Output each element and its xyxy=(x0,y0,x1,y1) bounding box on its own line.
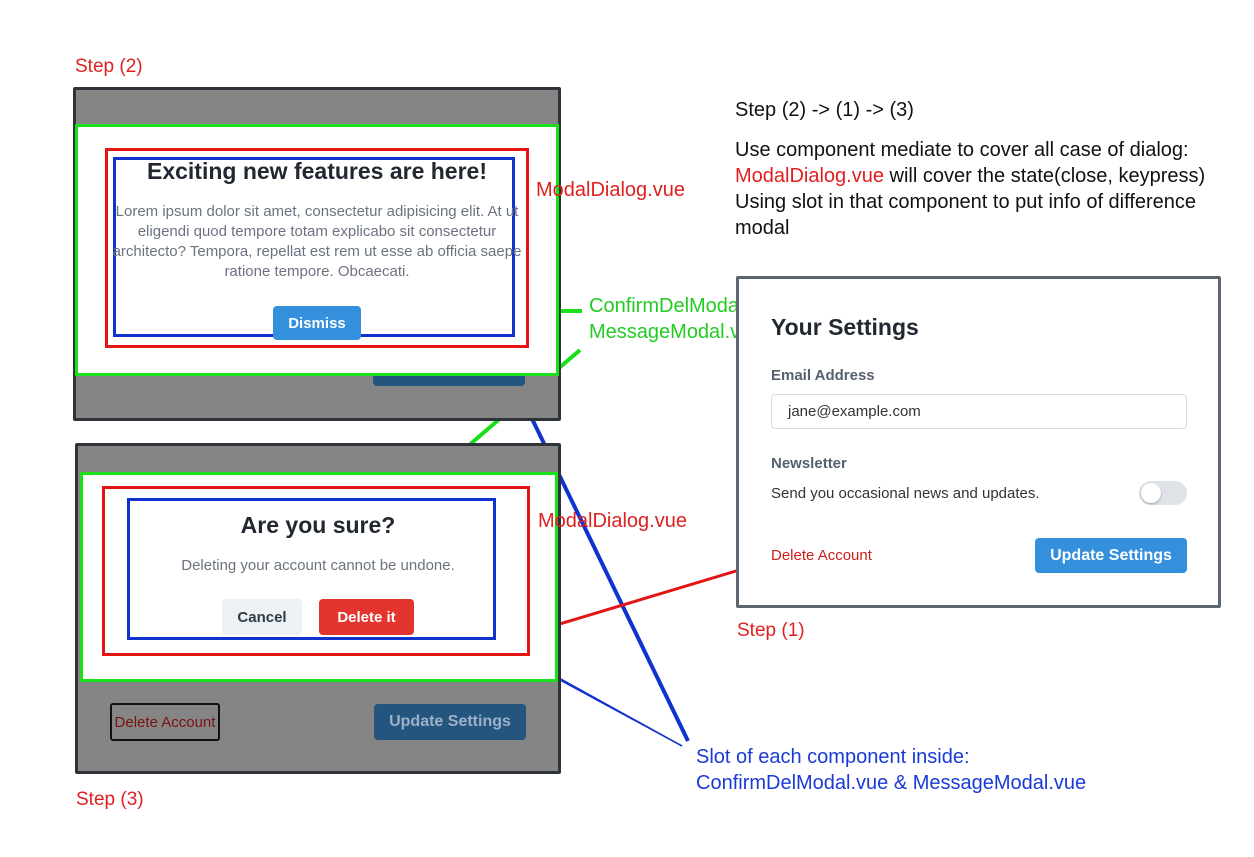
toggle-knob xyxy=(1141,483,1161,503)
description-highlight: ModalDialog.vue xyxy=(735,165,884,187)
blue-connector-bottom-2 xyxy=(559,679,683,747)
slot-annotation-line-2: ConfirmDelModal.vue & MessageModal.vue xyxy=(696,772,1087,794)
settings-title: Your Settings xyxy=(771,314,919,340)
email-value: jane@example.com xyxy=(788,403,921,420)
background-delete-account-label: Delete Account xyxy=(114,713,216,731)
description-line-1: Use component mediate to cover all case … xyxy=(735,139,1189,161)
email-label: Email Address xyxy=(771,367,875,384)
description-line-2: ModalDialog.vue will cover the state(clo… xyxy=(735,163,1205,189)
newsletter-text: Send you occasional news and updates. xyxy=(771,485,1040,502)
description-line-3: Using slot in that component to put info… xyxy=(735,191,1197,213)
delete-it-button[interactable]: Delete it xyxy=(319,599,414,635)
background-update-settings: Update Settings xyxy=(374,704,526,740)
description-line-2-rest: will cover the state(close, keypress) xyxy=(883,165,1206,187)
description-line-4: modal xyxy=(735,217,790,239)
email-field[interactable]: jane@example.com xyxy=(771,394,1187,429)
modal-dialog-annotation-bottom: ModalDialog.vue xyxy=(538,510,687,532)
modal-dialog-green-box-bottom xyxy=(80,472,558,682)
step-3-label: Step (3) xyxy=(76,789,144,810)
modal-dialog-red-box-bottom xyxy=(102,486,530,656)
newsletter-toggle[interactable] xyxy=(1139,481,1187,505)
confirm-modal-title: Are you sure? xyxy=(240,512,396,538)
step-2-label: Step (2) xyxy=(75,56,143,77)
slot-blue-box-bottom xyxy=(127,498,496,640)
dismiss-button[interactable]: Dismiss xyxy=(273,306,361,340)
slot-annotation-line-1: Slot of each component inside: xyxy=(696,746,970,768)
step-1-label: Step (1) xyxy=(737,620,805,641)
cancel-button[interactable]: Cancel xyxy=(222,599,302,635)
modal-dialog-red-box xyxy=(105,148,529,348)
background-delete-account: Delete Account xyxy=(110,703,220,741)
modal-dialog-annotation-top: ModalDialog.vue xyxy=(536,179,685,201)
update-settings-button[interactable]: Update Settings xyxy=(1035,538,1187,573)
step-sequence: Step (2) -> (1) -> (3) xyxy=(735,99,914,121)
confirm-del-annotation: ConfirmDelModal.vue xyxy=(589,295,782,317)
message-modal-annotation: MessageModal.vue xyxy=(589,321,763,343)
delete-account-link[interactable]: Delete Account xyxy=(771,547,872,564)
message-modal-body: Lorem ipsum dolor sit amet, consectetur … xyxy=(112,203,522,280)
message-modal-title: Exciting new features are here! xyxy=(146,158,487,184)
confirm-modal-body: Deleting your account cannot be undone. xyxy=(181,557,455,574)
newsletter-label: Newsletter xyxy=(771,455,847,472)
